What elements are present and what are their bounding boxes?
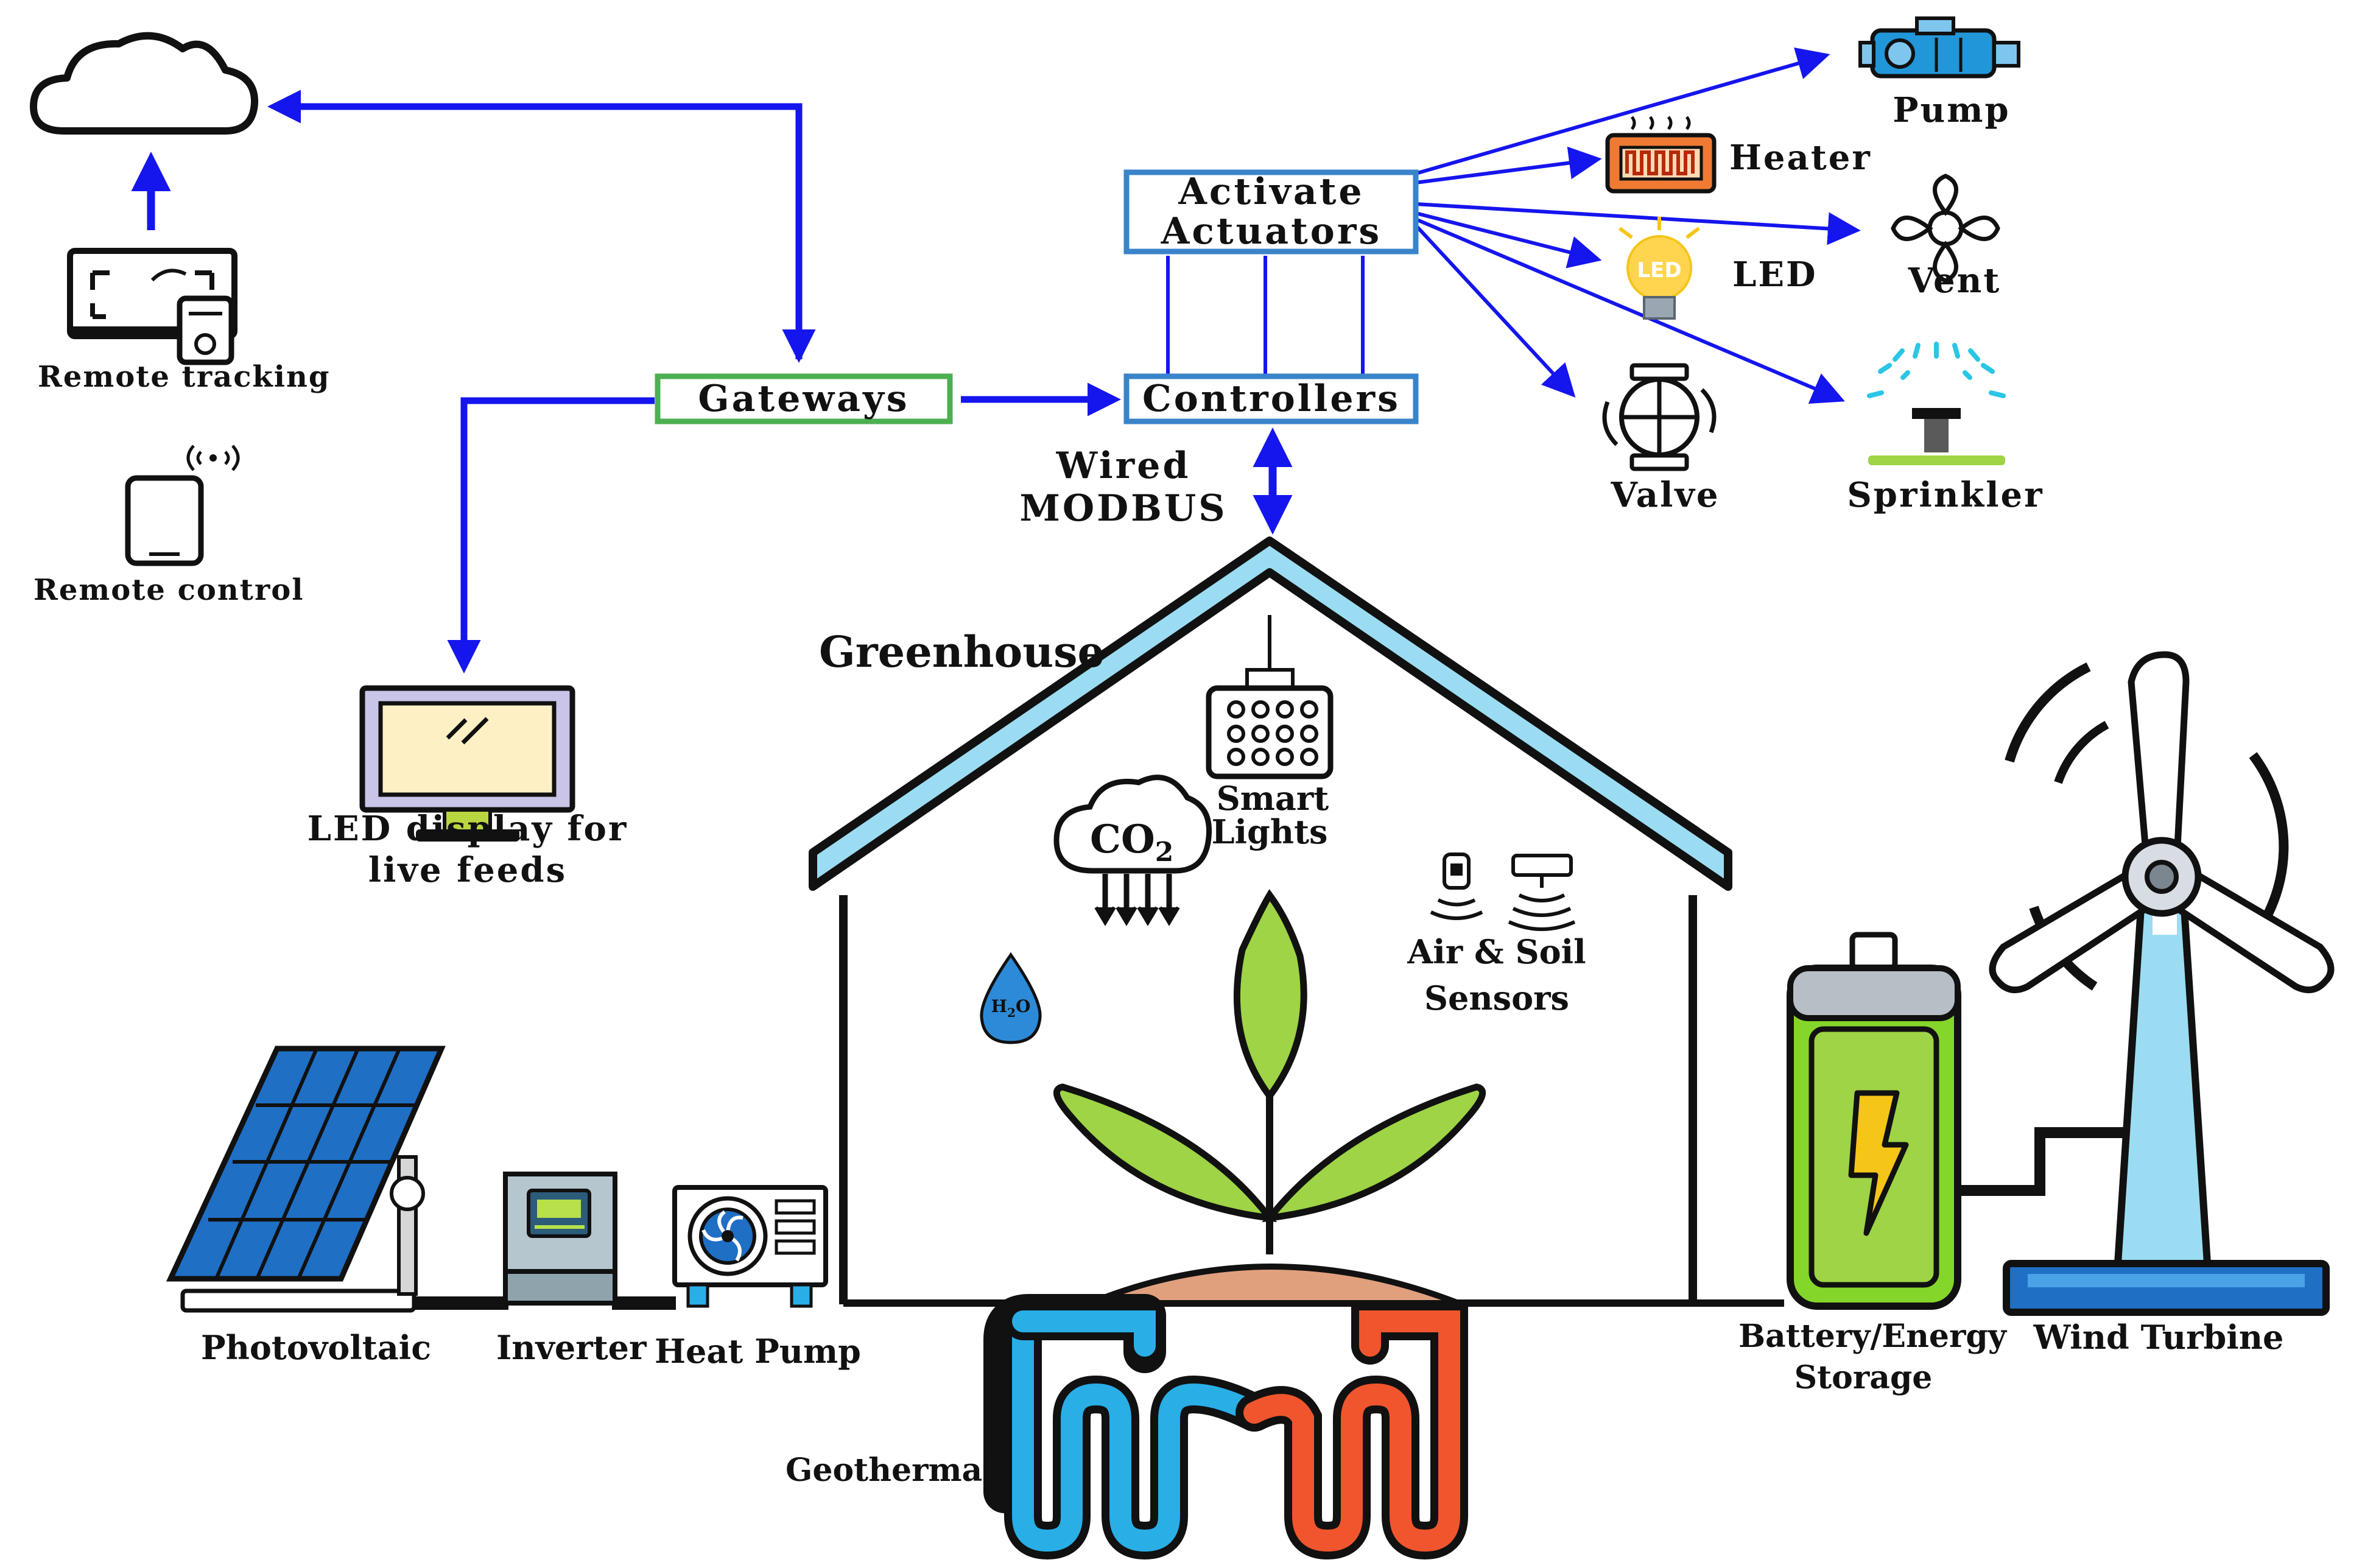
vent-label: Vent (1908, 261, 2002, 301)
plant-icon (1053, 889, 1486, 1306)
soil-sensor-icon (1508, 854, 1576, 931)
h2o-label: H2O (991, 996, 1031, 1020)
monitor-icon (359, 685, 575, 842)
cloud-icon (30, 32, 259, 135)
heat-pump-label: Heat Pump (655, 1332, 861, 1371)
arrow-to-valve (1414, 223, 1576, 398)
arrow-to-pump (1415, 47, 1830, 175)
arrow-to-led (1415, 211, 1602, 269)
co2-cloud-icon (1053, 775, 1212, 926)
water-drop-icon (980, 952, 1042, 1044)
solar-panel-icon (166, 1046, 446, 1313)
modbus-label: MODBUS (1019, 487, 1227, 530)
sprinkler-label: Sprinkler (1847, 475, 2044, 515)
tv-remote-icon (67, 248, 237, 365)
geothermal-label: Geothermal (786, 1452, 994, 1489)
greenhouse-structure (809, 536, 1784, 1307)
battery-line1: Battery/Energy (1738, 1318, 2008, 1355)
co2-label: CO2 (1090, 817, 1173, 868)
led-display-line1: LED display for (308, 809, 628, 849)
inverter-icon (503, 1172, 617, 1306)
gateways-box[interactable] (655, 373, 953, 424)
valve-icon (1602, 363, 1717, 471)
activate-actuators-box[interactable] (1123, 169, 1419, 255)
battery-icon (1787, 932, 1961, 1310)
actuators-box-line2: Actuators (1161, 210, 1382, 253)
arrow-to-heater (1415, 146, 1602, 185)
sensors-line1: Air & Soil (1407, 932, 1586, 971)
tablet-icon (125, 445, 240, 566)
pump-icon (1858, 16, 2020, 79)
valve-label: Valve (1610, 475, 1720, 515)
connection-arrows (131, 47, 1861, 673)
remote-control-label: Remote control (33, 573, 304, 607)
smart-light-icon (1206, 615, 1334, 779)
heater-icon (1605, 116, 1717, 194)
greenhouse-title: Greenhouse (819, 627, 1105, 677)
photovoltaic-label: Photovoltaic (201, 1328, 431, 1367)
controllers-box[interactable] (1123, 373, 1419, 424)
led-bulb-icon: LED (1619, 217, 1700, 320)
sprinkler-icon (1867, 342, 2006, 465)
wind-turbine-label: Wind Turbine (2033, 1318, 2284, 1357)
controllers-label: Controllers (1142, 378, 1401, 420)
heat-pump-icon (672, 1185, 828, 1308)
wired-label: Wired (1056, 445, 1191, 487)
geothermal-pipes-icon (983, 1294, 1468, 1560)
gateways-label: Gateways (698, 378, 909, 420)
heater-label: Heater (1729, 138, 1872, 178)
battery-line2: Storage (1794, 1359, 1933, 1396)
svg-text:LED: LED (1637, 258, 1681, 283)
arrow-gateway-to-display (447, 397, 655, 673)
wind-turbine-icon (1989, 651, 2335, 1316)
pump-label: Pump (1893, 90, 2010, 130)
actuators-box-line1: Activate (1178, 171, 1364, 213)
led-label: LED (1732, 255, 1818, 295)
smart-lights-line1: Smart (1217, 779, 1329, 818)
led-display-line2: live feeds (368, 850, 567, 890)
inverter-label: Inverter (496, 1328, 647, 1367)
arrow-to-vent (1415, 202, 1861, 245)
sensors-line2: Sensors (1424, 979, 1569, 1018)
cable (1958, 1127, 2137, 1196)
greenhouse-roof (809, 536, 1732, 891)
arrow-to-sprinkler (1415, 217, 1845, 404)
air-sensor-icon (1430, 853, 1483, 920)
remote-tracking-label: Remote tracking (38, 360, 330, 394)
arrow-gateway-cloud (267, 90, 803, 359)
smart-lights-line2: Lights (1212, 812, 1328, 851)
vent-fan-icon (1891, 174, 2000, 283)
